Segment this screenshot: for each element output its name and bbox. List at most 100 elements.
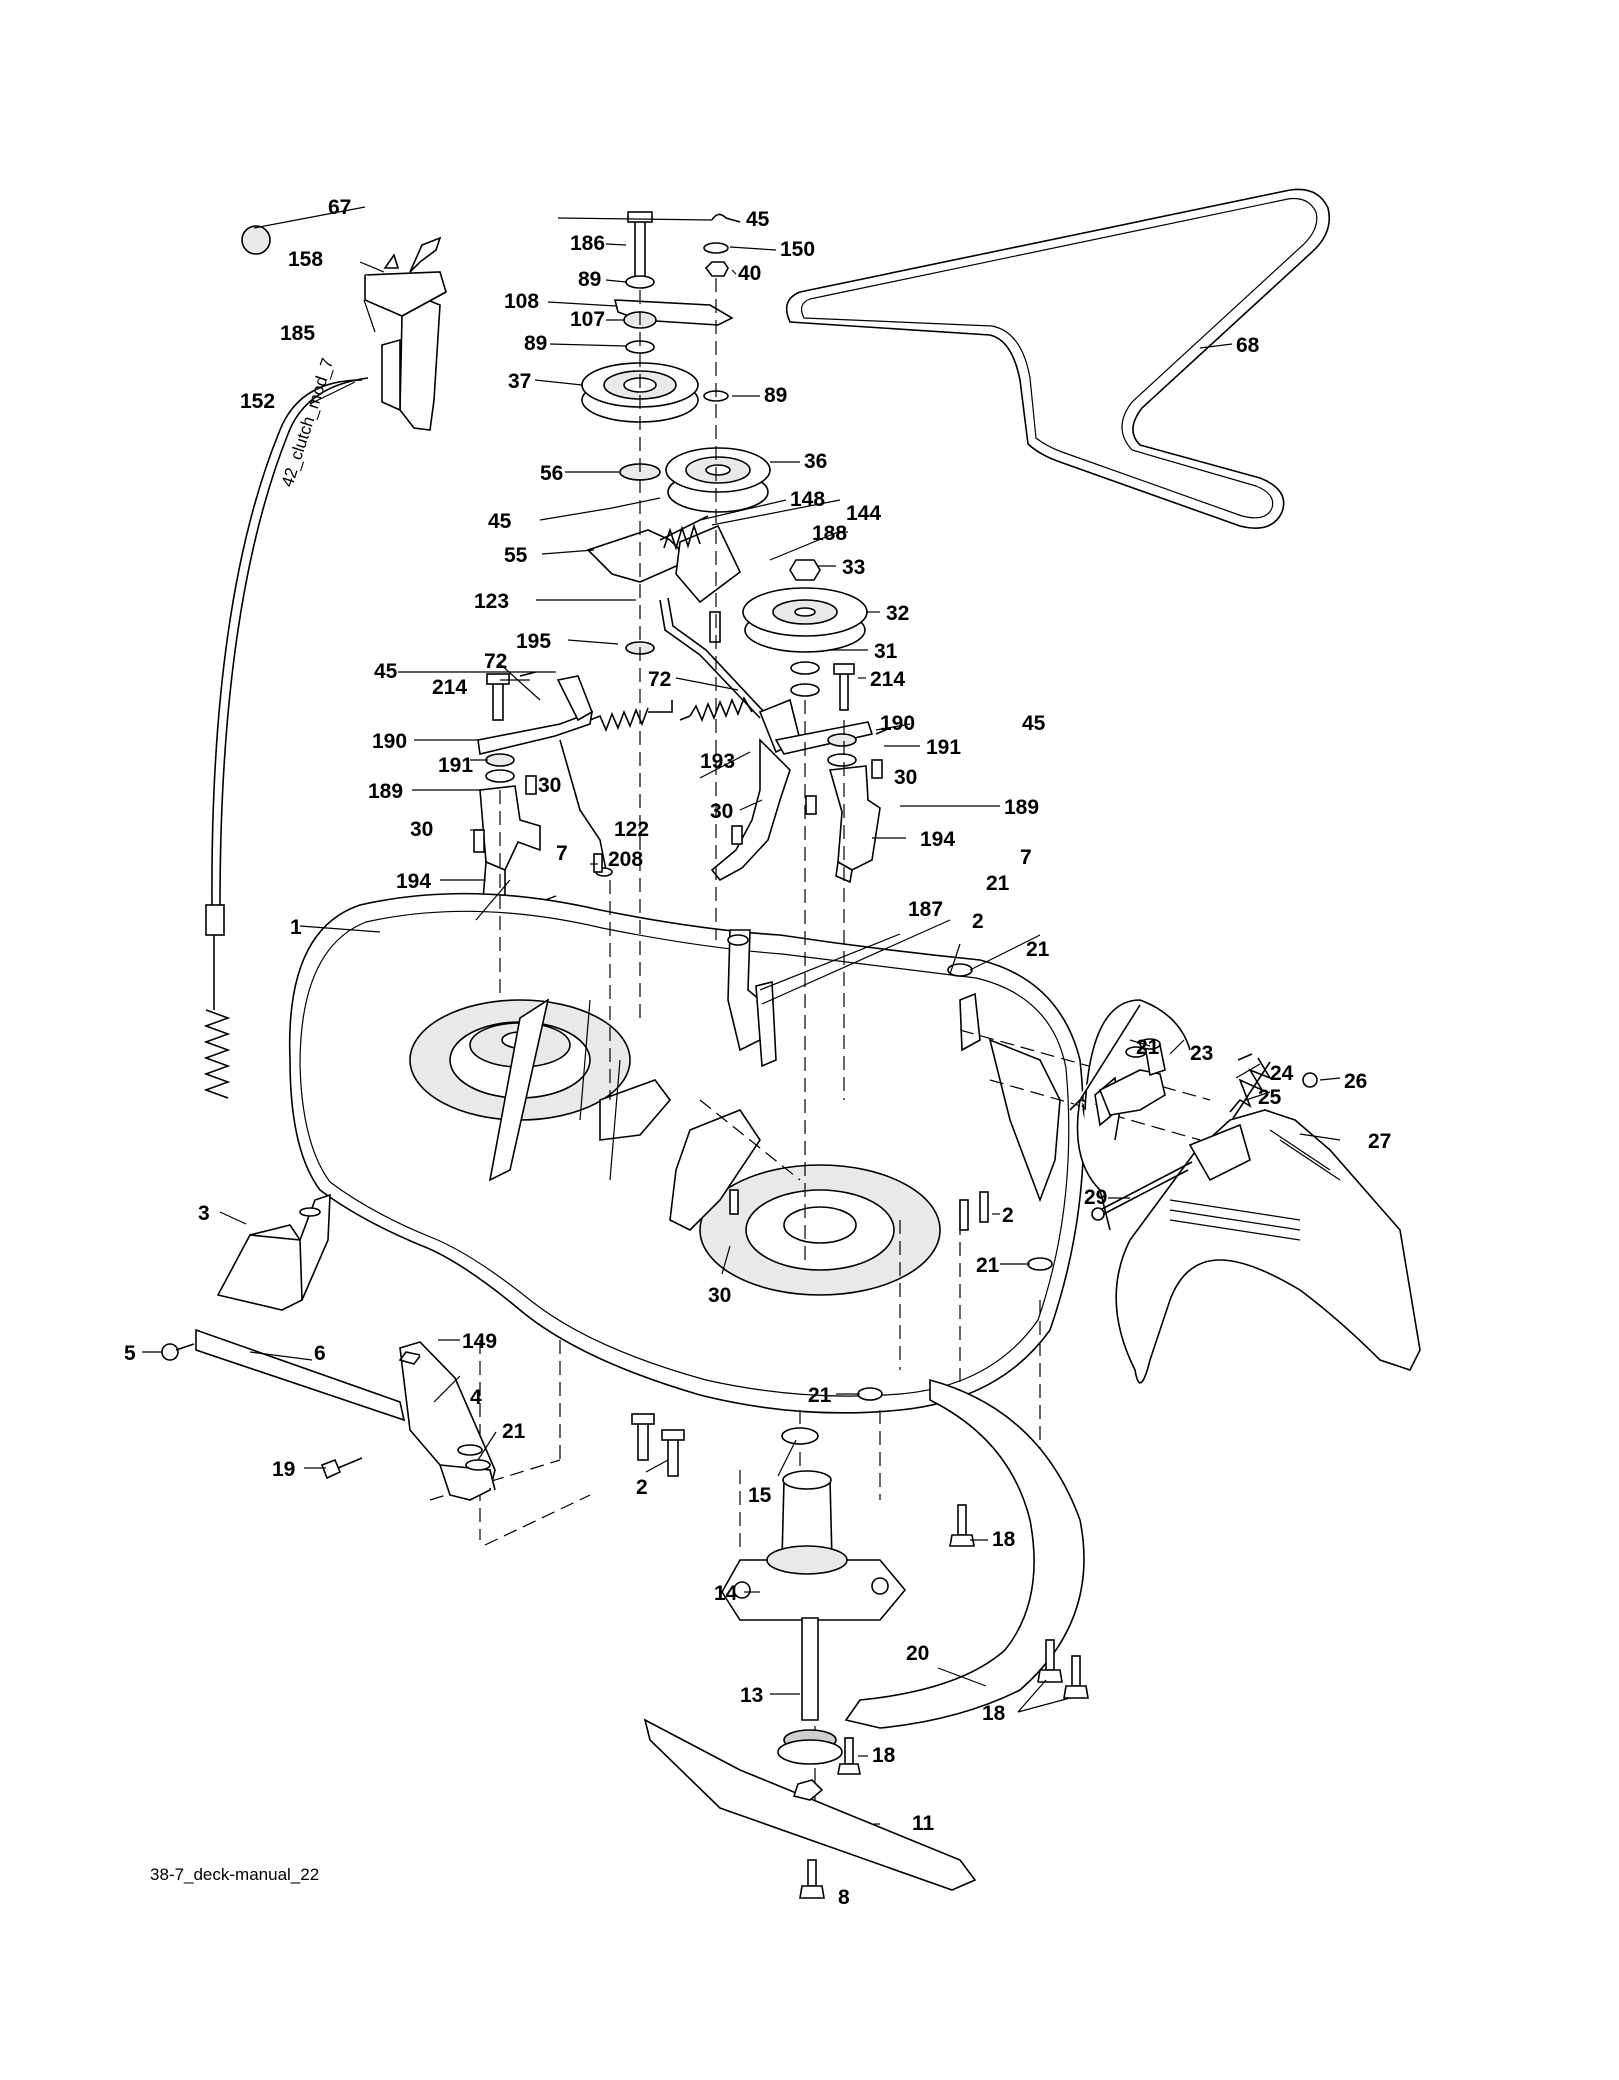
label-7: 7 xyxy=(556,842,568,865)
label-193: 193 xyxy=(700,750,735,773)
label-67: 67 xyxy=(328,196,351,219)
label-122: 122 xyxy=(614,818,649,841)
label-191: 191 xyxy=(926,736,961,759)
label-45: 45 xyxy=(746,208,770,231)
label-30: 30 xyxy=(708,1284,731,1307)
label-55: 55 xyxy=(504,544,528,567)
label-208: 208 xyxy=(608,848,643,871)
label-14: 14 xyxy=(714,1582,738,1605)
label-15: 15 xyxy=(748,1484,772,1507)
label-30: 30 xyxy=(538,774,561,797)
label-19: 19 xyxy=(272,1458,295,1481)
label-72: 72 xyxy=(484,650,507,673)
label-23: 23 xyxy=(1190,1042,1213,1065)
label-1: 1 xyxy=(290,916,302,939)
label-24: 24 xyxy=(1270,1062,1294,1085)
label-45: 45 xyxy=(1022,712,1046,735)
discharge-chute xyxy=(1069,999,1421,1384)
label-148: 148 xyxy=(790,488,825,511)
label-186: 186 xyxy=(570,232,605,255)
label-21: 21 xyxy=(808,1384,832,1407)
label-18: 18 xyxy=(992,1528,1016,1551)
label-3: 3 xyxy=(198,1202,210,1225)
label-189: 189 xyxy=(1004,796,1039,819)
label-195: 195 xyxy=(516,630,551,653)
label-185: 185 xyxy=(280,322,315,345)
label-108: 108 xyxy=(504,290,539,313)
label-5: 5 xyxy=(124,1342,136,1365)
label-191: 191 xyxy=(438,754,473,777)
idler-bracket xyxy=(586,515,767,719)
label-187: 187 xyxy=(908,898,943,921)
label-45: 45 xyxy=(374,660,398,683)
leader-lines xyxy=(142,206,1341,1825)
label-189: 189 xyxy=(368,780,403,803)
label-6: 6 xyxy=(314,1342,326,1365)
baffle xyxy=(844,1378,1089,1729)
label-7: 7 xyxy=(1020,846,1032,869)
upper-idler-stack xyxy=(581,211,771,513)
label-18: 18 xyxy=(982,1702,1006,1725)
label-30: 30 xyxy=(894,766,917,789)
label-188: 188 xyxy=(812,522,847,545)
label-152: 152 xyxy=(240,390,275,413)
label-190: 190 xyxy=(372,730,407,753)
label-45: 45 xyxy=(488,510,512,533)
label-144: 144 xyxy=(846,502,881,525)
label-149: 149 xyxy=(462,1330,497,1353)
small-hardware xyxy=(593,853,1053,1401)
clutch-lever-assembly xyxy=(203,225,447,1099)
label-27: 27 xyxy=(1368,1130,1391,1153)
label-214: 214 xyxy=(870,668,905,691)
label-25: 25 xyxy=(1258,1086,1282,1109)
label-158: 158 xyxy=(288,248,323,271)
label-194: 194 xyxy=(396,870,431,893)
diagram-code: 38-7_deck-manual_22 xyxy=(150,1865,319,1884)
label-150: 150 xyxy=(780,238,815,261)
label-194: 194 xyxy=(920,828,955,851)
cable-text: 42_clutch_mod_7 xyxy=(278,356,338,490)
label-21: 21 xyxy=(976,1254,1000,1277)
label-11: 11 xyxy=(912,1812,935,1835)
label-21: 21 xyxy=(986,872,1010,895)
label-18: 18 xyxy=(872,1744,896,1767)
label-21: 21 xyxy=(502,1420,526,1443)
label-8: 8 xyxy=(838,1886,850,1909)
bracket-left xyxy=(473,769,541,925)
label-20: 20 xyxy=(906,1642,929,1665)
left-hanger-brackets xyxy=(161,1193,496,1501)
label-13: 13 xyxy=(740,1684,763,1707)
label-40: 40 xyxy=(738,262,761,285)
label-4: 4 xyxy=(470,1386,482,1409)
label-123: 123 xyxy=(474,590,509,613)
tension-arms-right xyxy=(679,696,891,755)
label-37: 37 xyxy=(508,370,531,393)
spindle-assembly xyxy=(631,1413,977,1899)
label-29: 29 xyxy=(1084,1186,1107,1209)
label-89: 89 xyxy=(578,268,601,291)
bracket-right xyxy=(710,738,883,884)
label-21: 21 xyxy=(1136,1036,1160,1059)
label-56: 56 xyxy=(540,462,563,485)
label-72: 72 xyxy=(648,668,671,691)
label-107: 107 xyxy=(570,308,605,331)
label-26: 26 xyxy=(1344,1070,1367,1093)
drive-belt xyxy=(785,188,1331,529)
label-30: 30 xyxy=(410,818,433,841)
mower-deck xyxy=(288,892,1085,1414)
label-36: 36 xyxy=(804,450,827,473)
label-2: 2 xyxy=(1002,1204,1014,1227)
label-30: 30 xyxy=(710,800,733,823)
label-68: 68 xyxy=(1236,334,1260,357)
drive-pulley xyxy=(742,559,868,711)
label-214: 214 xyxy=(432,676,467,699)
part-labels: 67 158 185 152 186 89 108 107 89 37 56 4… xyxy=(124,196,1391,1909)
label-89: 89 xyxy=(524,332,547,355)
label-32: 32 xyxy=(886,602,909,625)
label-33: 33 xyxy=(842,556,865,579)
label-89: 89 xyxy=(764,384,787,407)
label-2: 2 xyxy=(636,1476,648,1499)
label-2: 2 xyxy=(972,910,984,933)
label-31: 31 xyxy=(874,640,898,663)
